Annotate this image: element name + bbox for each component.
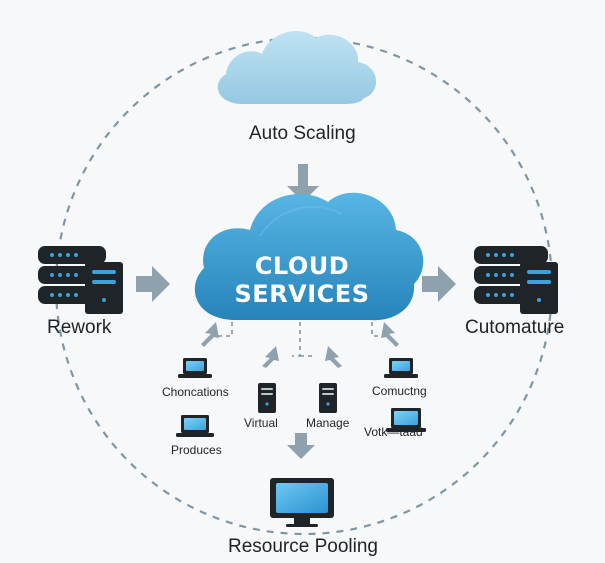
cloud-services-icon <box>194 192 424 321</box>
laptop-icon-top-left <box>178 358 212 378</box>
comucting-label: Comuctng <box>372 384 427 398</box>
virtual-label: Virtual <box>244 416 278 430</box>
arrow-center-to-right <box>422 266 456 302</box>
auto-scaling-label: Auto Scaling <box>249 123 356 144</box>
server-tower-icon-left <box>258 383 276 413</box>
arrow-down-top <box>287 164 319 202</box>
right-server-stack-icon <box>474 246 558 314</box>
small-arrows <box>201 322 399 368</box>
arrow-down-bottom <box>287 433 315 459</box>
choncations-label: Choncations <box>162 385 229 399</box>
dashed-connectors <box>214 322 386 357</box>
laptop-icon-top-right <box>384 358 418 378</box>
left-server-stack-icon <box>38 246 123 314</box>
laptop-icon-bottom-right <box>386 408 426 432</box>
cloud-title-line-2: SERVICES <box>234 280 370 308</box>
top-cloud-icon <box>217 31 377 105</box>
votk-taad-label: Votk—taad <box>364 425 423 439</box>
cloud-title-line-1: CLOUD <box>254 252 350 280</box>
arrow-left-to-center <box>136 266 170 302</box>
monitor-icon <box>270 478 334 527</box>
rework-label: Rework <box>47 317 112 338</box>
resource-pooling-label: Resource Pooling <box>228 536 378 557</box>
cutomature-label: Cutomature <box>465 317 565 338</box>
server-tower-icon-right <box>319 383 337 413</box>
laptop-icon-bottom-left <box>176 415 214 437</box>
produces-label: Produces <box>171 443 222 457</box>
manage-label: Manage <box>306 416 350 430</box>
